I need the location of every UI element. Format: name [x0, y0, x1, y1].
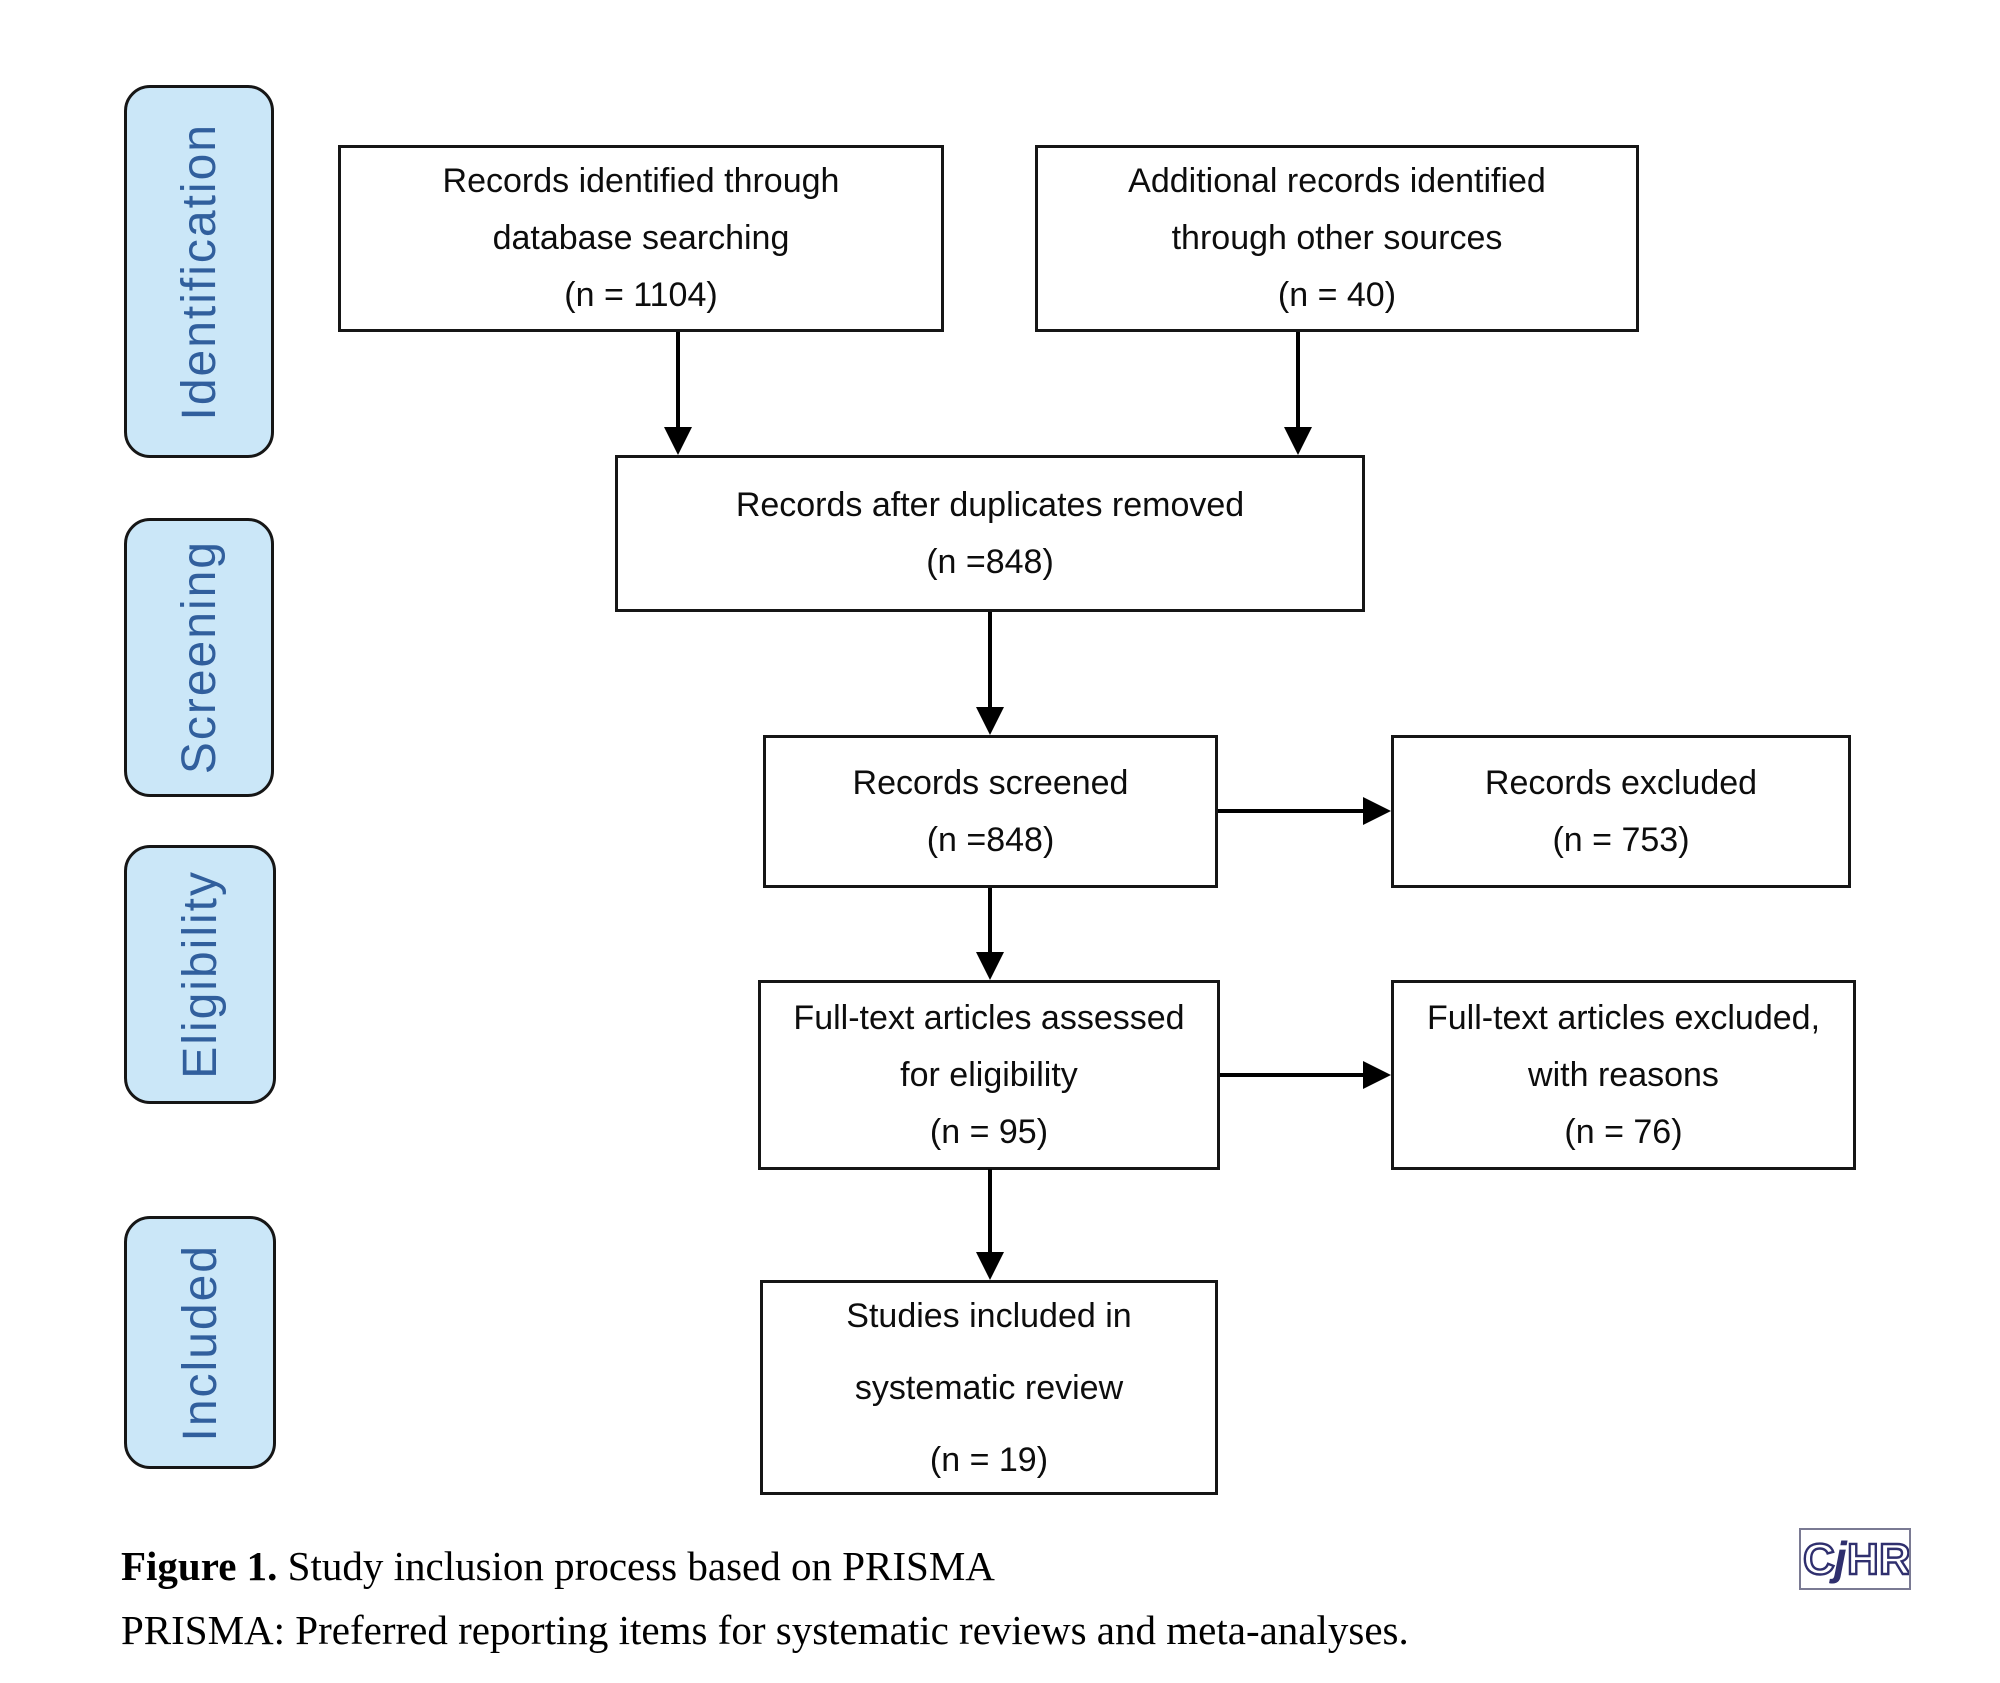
box-records-identified: Records identified through database sear… [338, 145, 944, 332]
figure-caption-label: Figure 1. [121, 1543, 278, 1589]
arrow-deduplicated-to-screened [988, 612, 992, 707]
stage-eligibility-label: Eligibility [173, 870, 227, 1079]
arrow-additional-to-deduplicated [1296, 332, 1300, 427]
box-records-excluded-text: Records excluded (n = 753) [1484, 763, 1758, 859]
box-fulltext-assessed-text: Full-text articles assessed for eligibil… [793, 998, 1185, 1151]
logo-letter-j: j [1829, 1532, 1848, 1584]
box-records-excluded: Records excluded (n = 753) [1391, 735, 1851, 888]
arrow-identified-to-deduplicated [676, 332, 680, 427]
logo-letter-r: R [1879, 1535, 1909, 1584]
box-records-identified-text: Records identified through database sear… [442, 162, 840, 314]
box-records-screened: Records screened (n =848) [763, 735, 1218, 888]
stage-identification-label: Identification [172, 122, 226, 421]
prisma-footnote: PRISMA: Preferred reporting items for sy… [121, 1607, 1409, 1653]
cjhr-logo: C j H R [1799, 1528, 1911, 1590]
box-fulltext-assessed: Full-text articles assessed for eligibil… [758, 980, 1220, 1170]
stage-eligibility: Eligibility [124, 845, 276, 1104]
stage-identification: Identification [124, 85, 274, 458]
box-additional-records: Additional records identified through ot… [1035, 145, 1639, 332]
box-studies-included: Studies included in systematic review (n… [760, 1280, 1218, 1495]
box-duplicates-removed-text: Records after duplicates removed (n =848… [735, 485, 1245, 581]
stage-screening-label: Screening [172, 540, 226, 775]
box-fulltext-excluded-text: Full-text articles excluded, with reason… [1426, 998, 1821, 1151]
figure-caption: Figure 1. Study inclusion process based … [121, 1542, 995, 1590]
arrow-screened-to-excluded [1218, 809, 1363, 813]
arrow-fulltext-to-included [988, 1169, 992, 1252]
box-additional-records-text: Additional records identified through ot… [1128, 162, 1546, 314]
arrow-fulltext-to-fulltext-excluded [1220, 1073, 1363, 1077]
cjhr-logo-graphic: C j H R [1802, 1532, 1909, 1585]
logo-letter-h: H [1847, 1535, 1879, 1584]
figure-caption-title: Study inclusion process based on PRISMA [277, 1543, 995, 1589]
box-studies-included-text: Studies included in systematic review (n… [846, 1296, 1132, 1479]
box-duplicates-removed: Records after duplicates removed (n =848… [615, 455, 1365, 612]
logo-letter-c: C [1803, 1535, 1835, 1584]
stage-included: Included [124, 1216, 276, 1469]
box-records-screened-text: Records screened (n =848) [852, 763, 1129, 859]
stage-screening: Screening [124, 518, 274, 797]
box-fulltext-excluded: Full-text articles excluded, with reason… [1391, 980, 1856, 1170]
arrow-screened-to-fulltext [988, 888, 992, 952]
stage-included-label: Included [173, 1243, 227, 1442]
